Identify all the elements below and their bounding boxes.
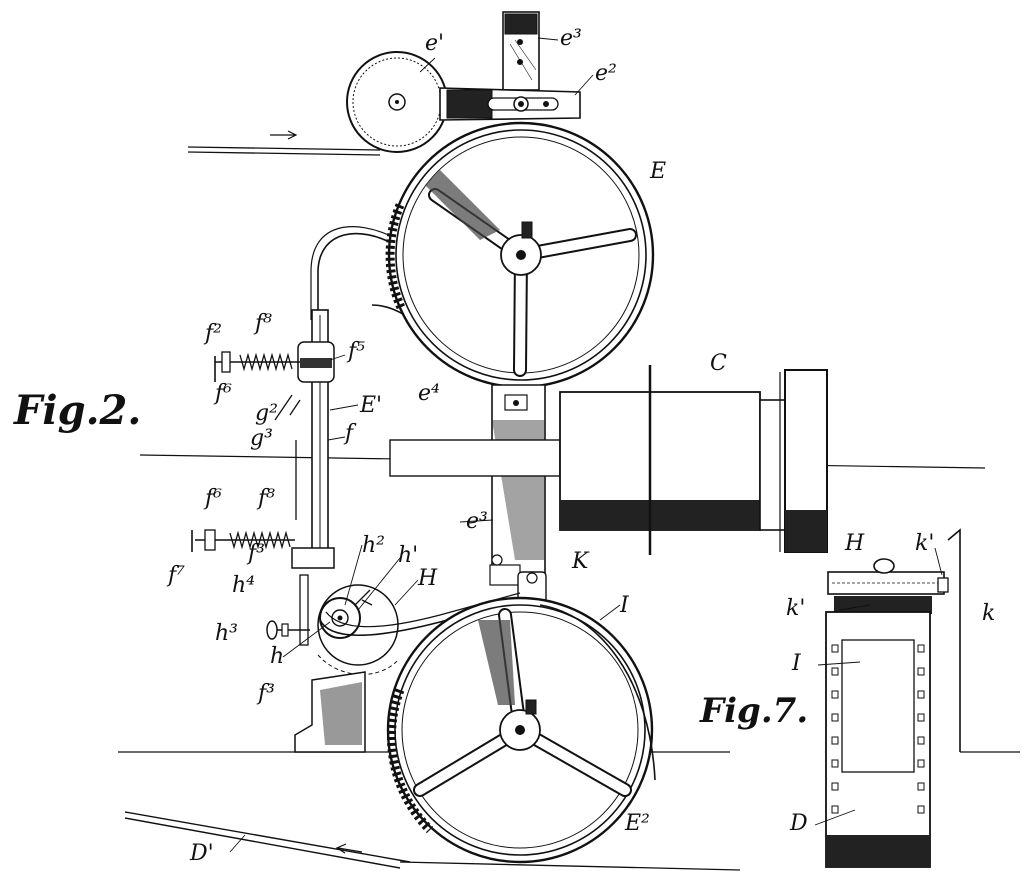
arm-e2 xyxy=(439,87,581,121)
label-f6-top: f⁶ xyxy=(213,381,232,406)
bracket-e3 xyxy=(502,11,540,91)
label-H-main: H xyxy=(417,566,438,591)
label-e1: e' xyxy=(425,31,444,56)
sprocket-wheel-E2 xyxy=(386,596,656,864)
film-frame xyxy=(841,639,915,773)
label-k: k xyxy=(982,601,995,626)
label-f8-top: f⁸ xyxy=(253,311,272,336)
screw-h3 xyxy=(266,620,310,640)
label-E: E xyxy=(649,159,666,184)
fig7-gate xyxy=(825,528,1020,868)
film-loop-upper xyxy=(317,232,396,320)
spring-f8-upper xyxy=(214,351,300,382)
stand-f3 xyxy=(294,671,366,753)
film-perforations-left xyxy=(831,644,839,814)
label-D-fig7: D xyxy=(789,811,808,836)
labels: Fig.2. Fig.7. e' e³ e² E C e⁴ E' f f² f⁸… xyxy=(13,26,995,866)
label-K: K xyxy=(571,549,590,574)
bar-k1 xyxy=(834,596,932,614)
label-e3-mid: e³ xyxy=(466,509,488,534)
film-strip-top-2 xyxy=(187,151,381,156)
plate-H xyxy=(827,571,945,595)
sprocket-wheel-E xyxy=(385,121,655,389)
label-f5: f⁵ xyxy=(346,339,365,364)
label-e2: e² xyxy=(595,61,617,86)
label-h3: h³ xyxy=(215,621,238,646)
label-k1-side: k' xyxy=(786,596,805,621)
label-f3-low: f³ xyxy=(256,681,275,706)
film-strip-top xyxy=(187,146,381,151)
knob xyxy=(873,558,895,574)
label-E1: E' xyxy=(359,393,382,418)
film-loop-upper-2 xyxy=(310,226,396,320)
film-strip-bottom-3 xyxy=(399,861,741,871)
film-lower-path xyxy=(319,599,521,637)
lens-C xyxy=(389,365,828,555)
label-f7: f⁷ xyxy=(166,563,185,588)
label-h4: h⁴ xyxy=(232,573,255,598)
label-H-fig7: H xyxy=(844,531,865,556)
roller-e1 xyxy=(346,51,448,153)
label-h2: h² xyxy=(362,533,385,558)
label-f: f xyxy=(343,421,357,446)
label-h1: h' xyxy=(398,543,418,568)
roller-h xyxy=(317,584,399,675)
label-E2: E² xyxy=(624,811,650,836)
frame-column xyxy=(489,384,547,617)
film-strip-bottom-2 xyxy=(124,817,401,869)
figure-label-fig2: Fig.2. xyxy=(13,387,141,434)
label-e3-top: e³ xyxy=(560,26,582,51)
spring-f8-lower xyxy=(191,529,295,552)
film-strip-bottom xyxy=(124,811,411,863)
film-perforations-right xyxy=(917,644,925,814)
label-f8-bot: f⁸ xyxy=(256,486,275,511)
label-C: C xyxy=(710,351,727,376)
leader-lines xyxy=(229,37,943,853)
label-D-main: D' xyxy=(189,841,214,866)
arrow-left xyxy=(335,843,363,854)
film-lower-path-2 xyxy=(325,592,521,628)
fig2-mechanism xyxy=(118,11,986,871)
wall-k xyxy=(947,528,961,752)
label-g3: g³ xyxy=(250,426,273,451)
label-k1-top: k' xyxy=(915,531,934,556)
arrow-right xyxy=(270,130,298,140)
label-I-fig7: I xyxy=(791,651,802,676)
figure-label-fig7: Fig.7. xyxy=(699,691,808,731)
label-g2: g² xyxy=(255,401,278,426)
label-f2: f² xyxy=(203,321,222,346)
label-f6-bot: f⁶ xyxy=(203,486,222,511)
label-f3-mid: f³ xyxy=(246,541,265,566)
label-h: h xyxy=(270,644,284,669)
label-e4: e⁴ xyxy=(418,381,440,406)
label-I-main: I xyxy=(619,593,630,618)
gate-guide-f xyxy=(274,309,335,646)
